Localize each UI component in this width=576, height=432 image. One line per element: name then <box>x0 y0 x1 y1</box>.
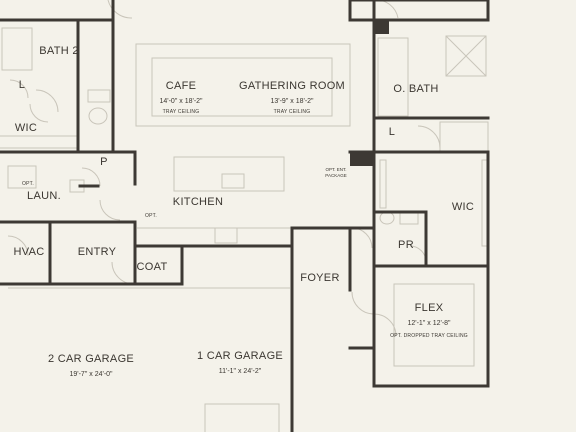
wall-block <box>350 152 374 166</box>
dim-cafe: 14'-0" x 18'-2" <box>159 98 203 105</box>
obath-shower <box>445 35 487 77</box>
label-powder-room: PR <box>398 239 414 251</box>
door-swing <box>35 89 59 113</box>
dim-2-car-garage: 19'-7" x 24'-0" <box>69 371 113 378</box>
dim-1-car-garage: 11'-1" x 24'-2" <box>218 368 262 375</box>
label-kitchen: KITCHEN <box>172 196 224 208</box>
door-swing <box>99 199 121 221</box>
garage-door-outline <box>204 403 280 432</box>
label-foyer: FOYER <box>300 272 340 284</box>
bath2-toilet <box>88 107 108 125</box>
label-2-car-garage: 2 CAR GARAGE <box>47 353 135 365</box>
dim-flex: 12'-1" x 12'-8" <box>407 320 451 327</box>
label-linen-left: L <box>18 79 26 91</box>
note-gathering-ceiling: TRAY CEILING <box>273 109 311 115</box>
label-gathering-room: GATHERING ROOM <box>238 80 346 92</box>
tray-ceiling-inner <box>151 57 333 117</box>
door-swing <box>351 291 375 315</box>
door-swing <box>9 79 29 99</box>
dim-gathering-room: 13'-9" x 18'-2" <box>270 98 314 105</box>
label-pantry: P <box>100 156 108 168</box>
label-laundry: LAUN. <box>27 190 61 202</box>
bath2-tub <box>1 27 33 71</box>
label-o-bath: O. BATH <box>393 83 439 95</box>
label-bath2: BATH 2 <box>39 45 79 57</box>
door-swing <box>7 235 29 257</box>
door-swing <box>373 313 397 337</box>
label-wic-right: WIC <box>451 201 475 213</box>
wall-block <box>373 20 389 34</box>
flex-ceiling-outline <box>393 283 475 367</box>
laundry-washer <box>7 165 37 189</box>
door-swing <box>417 125 441 149</box>
door-swing <box>375 0 399 19</box>
walls <box>0 0 490 432</box>
door-swing <box>107 0 133 19</box>
label-coat: COAT <box>136 261 168 273</box>
pr-sink <box>399 211 419 225</box>
kitchen-range <box>214 227 238 244</box>
note-ent-package-2: PACKAGE <box>325 173 347 178</box>
label-hvac: HVAC <box>13 246 45 258</box>
door-swing <box>351 227 373 249</box>
label-linen-right: L <box>388 126 396 138</box>
wic-shelf-left <box>379 159 387 209</box>
note-opt-left: OPT. <box>22 181 34 187</box>
label-wic-left: WIC <box>14 122 38 134</box>
note-opt-kitchen: OPT. <box>145 213 157 219</box>
label-entry: ENTRY <box>77 246 117 258</box>
wall-blocks <box>350 20 389 166</box>
label-flex: FLEX <box>414 302 444 314</box>
pr-toilet <box>379 211 395 225</box>
door-swing <box>111 261 135 285</box>
tray-ceiling-outline <box>135 43 351 127</box>
label-1-car-garage: 1 CAR GARAGE <box>196 350 284 362</box>
obath-tub <box>439 121 489 153</box>
bath2-vanity <box>87 89 111 103</box>
door-swing <box>81 167 101 187</box>
note-ent-package-1: OPT. ENT. <box>325 167 347 172</box>
kitchen-island <box>173 156 285 192</box>
note-flex-ceiling: OPT. DROPPED TRAY CEILING <box>390 333 468 339</box>
kitchen-sink <box>221 173 245 189</box>
door-swing <box>29 103 49 123</box>
obath-vanity <box>377 37 409 117</box>
label-cafe: CAFE <box>165 80 197 92</box>
note-cafe-ceiling: TRAY CEILING <box>162 109 200 115</box>
